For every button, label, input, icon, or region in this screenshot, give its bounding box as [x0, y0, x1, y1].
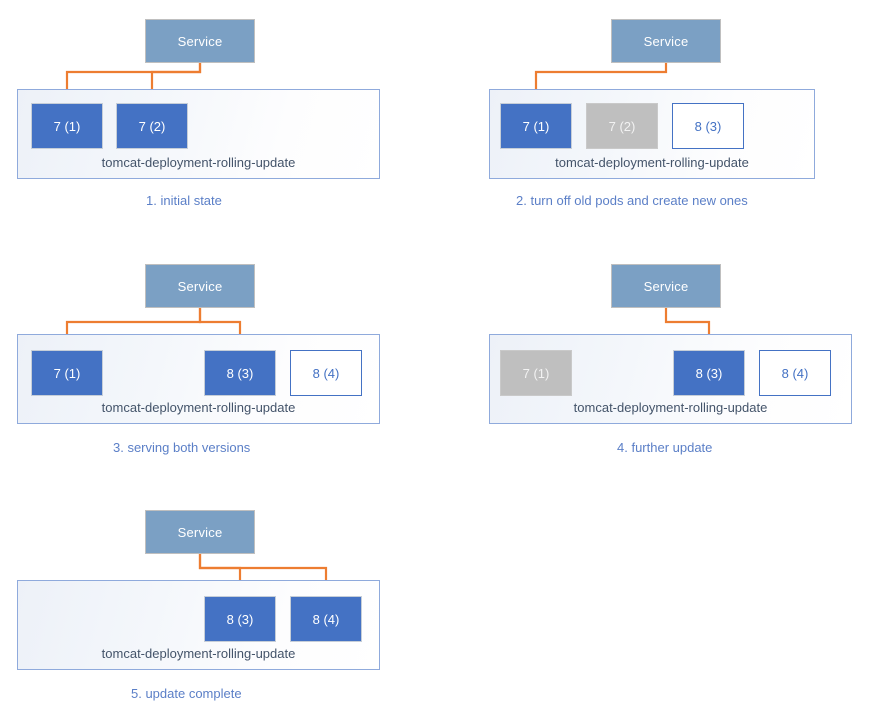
- pod-8-3: 8 (3): [672, 103, 744, 149]
- pod-8-4: 8 (4): [759, 350, 831, 396]
- panel-caption: 2. turn off old pods and create new ones: [516, 193, 748, 208]
- deployment-name-label: tomcat-deployment-rolling-update: [101, 646, 296, 661]
- deployment-name-label: tomcat-deployment-rolling-update: [573, 400, 768, 415]
- pod-8-3: 8 (3): [673, 350, 745, 396]
- pod-7-1: 7 (1): [500, 103, 572, 149]
- deployment-name-label: tomcat-deployment-rolling-update: [101, 155, 296, 170]
- deployment-name-label: tomcat-deployment-rolling-update: [101, 400, 296, 415]
- pod-7-1: 7 (1): [31, 103, 103, 149]
- panel-caption: 4. further update: [617, 440, 713, 455]
- panel-caption: 1. initial state: [146, 193, 222, 208]
- service-box: Service: [611, 264, 721, 308]
- pod-7-1: 7 (1): [31, 350, 103, 396]
- pod-8-4: 8 (4): [290, 350, 362, 396]
- deployment-name-label: tomcat-deployment-rolling-update: [555, 155, 749, 170]
- service-box: Service: [145, 510, 255, 554]
- pod-8-3: 8 (3): [204, 350, 276, 396]
- pod-8-4: 8 (4): [290, 596, 362, 642]
- panel-caption: 5. update complete: [131, 686, 242, 701]
- service-box: Service: [145, 264, 255, 308]
- service-box: Service: [611, 19, 721, 63]
- pod-7-2: 7 (2): [116, 103, 188, 149]
- pod-7-2: 7 (2): [586, 103, 658, 149]
- pod-7-1: 7 (1): [500, 350, 572, 396]
- pod-8-3: 8 (3): [204, 596, 276, 642]
- service-box: Service: [145, 19, 255, 63]
- panel-caption: 3. serving both versions: [113, 440, 251, 455]
